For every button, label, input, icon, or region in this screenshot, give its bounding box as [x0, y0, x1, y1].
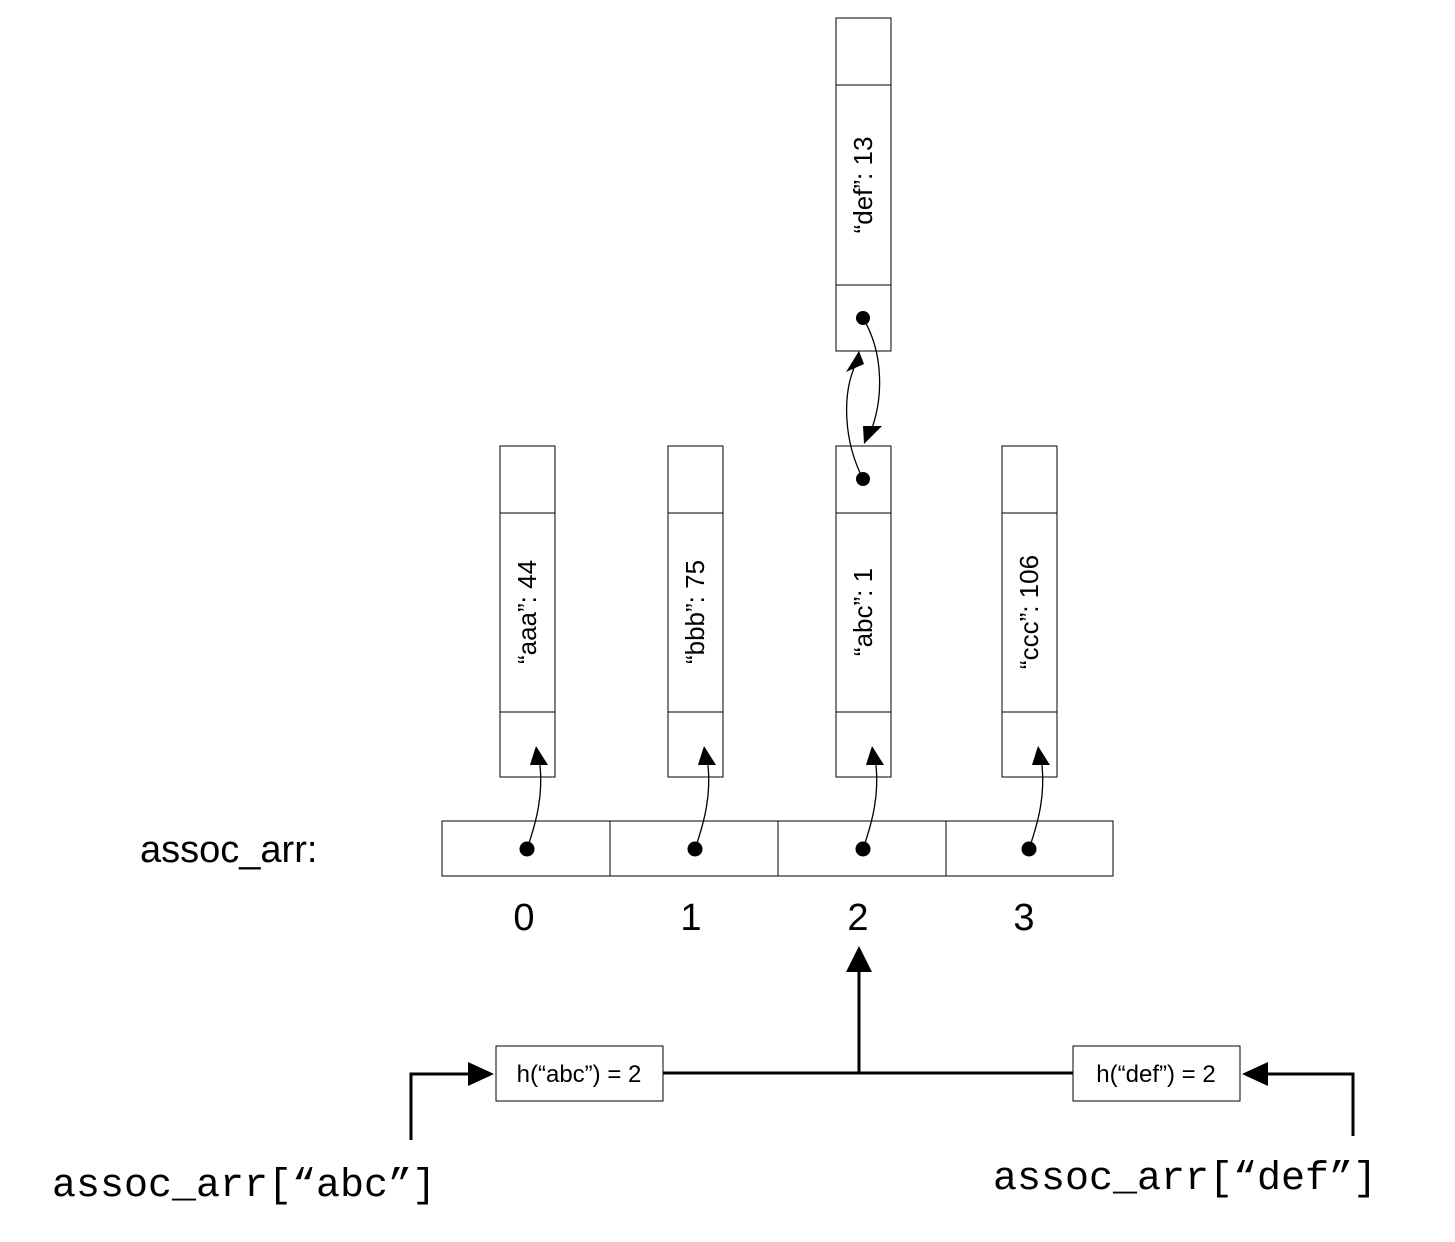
- call-def-arrowhead: [1242, 1062, 1268, 1086]
- node-aaa-label: “aaa”: 44: [512, 560, 542, 664]
- node-bbb-outline: [667, 445, 724, 778]
- node-aaa-outline: [499, 445, 556, 778]
- call-def-label: assoc_arr[“def”]: [993, 1157, 1377, 1202]
- hash-box-abc-label: h(“abc”) = 2: [517, 1061, 642, 1088]
- array-indices: 0 1 2 3: [513, 897, 1034, 939]
- hash-box-abc: [495, 1045, 664, 1102]
- chain-link-def-to-abc: [862, 317, 881, 429]
- node-ccc-outline: [1001, 445, 1058, 778]
- hash-box-def: [1072, 1045, 1241, 1102]
- node-bbb-label: “bbb”: 75: [680, 560, 710, 664]
- node-abc-label: “abc”: 1: [848, 568, 878, 656]
- hash-flow: h(“abc”) = 2 h(“def”) = 2: [409, 946, 1355, 1140]
- node-abc: “abc”: 1: [835, 445, 892, 778]
- call-abc-arrow-shaft: [409, 1072, 470, 1140]
- node-abc-outline: [835, 445, 892, 778]
- node-bbb: “bbb”: 75: [667, 445, 724, 778]
- chain-link-abc-to-def-arrowhead: [846, 351, 864, 372]
- node-def-label: “def”: 13: [848, 137, 878, 234]
- array-pointer-2-arrowhead: [866, 746, 884, 765]
- array-index-0: 0: [513, 897, 534, 939]
- node-def: “def”: 13: [835, 17, 892, 352]
- hash-box-def-label: h(“def”) = 2: [1096, 1061, 1215, 1088]
- node-def-outline: [835, 17, 892, 352]
- array-pointer-2: [862, 764, 878, 850]
- array-index-1: 1: [680, 897, 701, 939]
- array-index-3: 3: [1013, 897, 1034, 939]
- array-pointer-3-arrowhead: [1032, 746, 1050, 765]
- array-index-2: 2: [847, 897, 868, 939]
- chain-links: [846, 317, 882, 480]
- array-pointer-0-arrowhead: [530, 746, 548, 765]
- array-pointer-0: [526, 764, 542, 850]
- hash-result-arrowhead: [846, 946, 872, 972]
- chain-link-abc-to-def: [846, 367, 864, 480]
- array-pointers: [526, 746, 1050, 850]
- array-cells: [441, 820, 1114, 877]
- call-def-arrow-shaft: [1266, 1072, 1355, 1136]
- array-pointer-3: [1028, 764, 1044, 850]
- node-ccc-label: “ccc”: 106: [1014, 555, 1044, 669]
- array-pointer-1-arrowhead: [698, 746, 716, 765]
- chain-link-def-to-abc-arrowhead: [863, 426, 882, 444]
- node-ccc: “ccc”: 106: [1001, 445, 1058, 778]
- node-aaa: “aaa”: 44: [499, 445, 556, 778]
- array-pointer-1: [694, 764, 710, 850]
- call-abc-label: assoc_arr[“abc”]: [52, 1164, 436, 1209]
- array-label: assoc_arr:: [140, 829, 317, 871]
- call-abc-arrowhead: [468, 1062, 494, 1086]
